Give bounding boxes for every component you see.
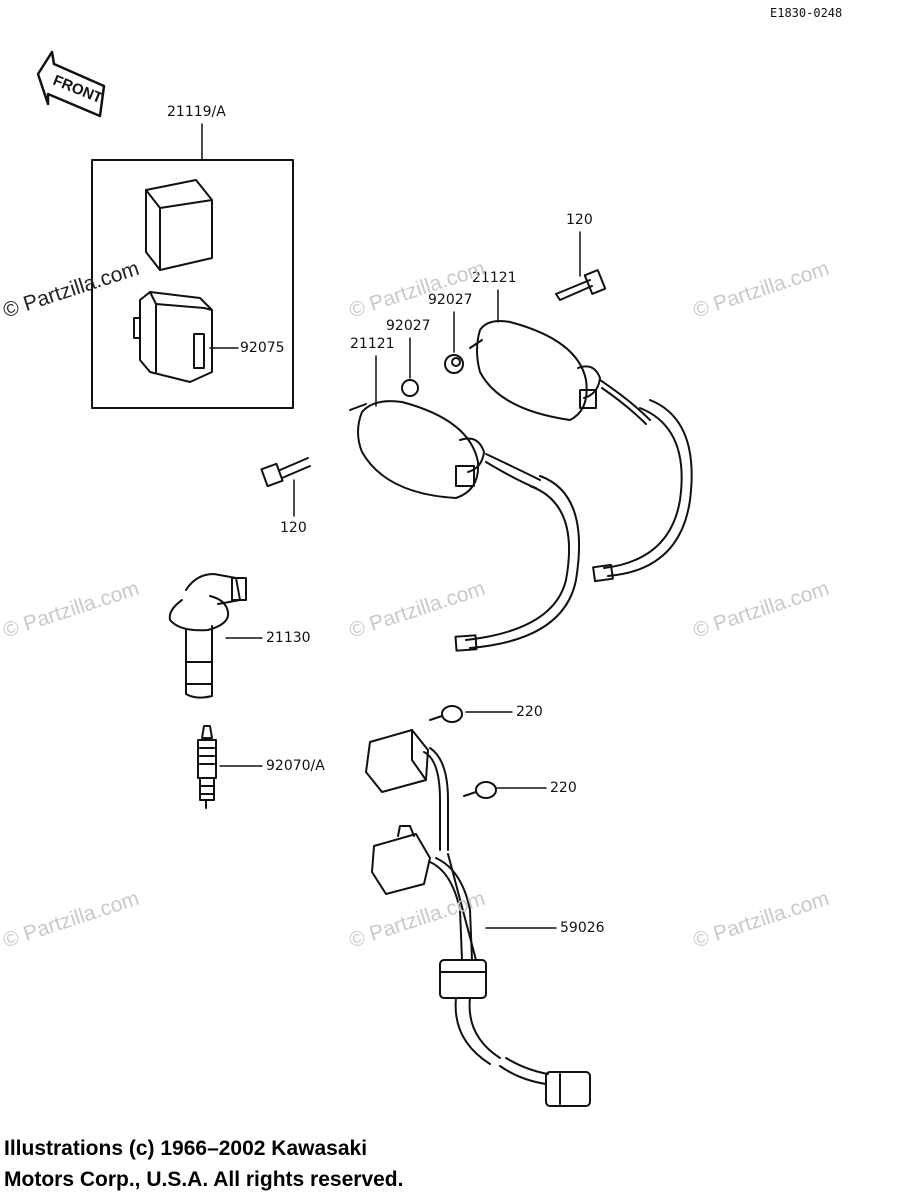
label-spark-plug: 92070/A [266, 758, 325, 774]
igniter-unit [145, 179, 213, 271]
label-bolt-lower: 120 [280, 520, 307, 536]
label-plug-cap: 21130 [266, 630, 311, 646]
collar-upper [444, 354, 464, 374]
label-collar-lower: 92027 [386, 318, 431, 334]
bolt-lower [260, 457, 311, 488]
ignition-coil-lower [349, 400, 580, 652]
label-collar-upper: 92027 [428, 292, 473, 308]
igniter-case [133, 291, 213, 383]
front-arrow-icon: FRONT [36, 50, 106, 118]
ignition-coil-upper [469, 320, 693, 583]
copyright-notice: Illustrations (c) 1966–2002 Kawasaki Mot… [4, 1133, 403, 1195]
pickup-coil-assembly [365, 729, 591, 1107]
label-screw-lower: 220 [550, 780, 577, 796]
label-pickup-coil: 59026 [560, 920, 605, 936]
label-igniter-case: 92075 [240, 340, 285, 356]
bolt-upper [555, 269, 607, 301]
copyright-line-1: Illustrations (c) 1966–2002 Kawasaki [4, 1137, 368, 1160]
copyright-line-2: Motors Corp., U.S.A. All rights reserved… [4, 1168, 404, 1191]
label-coil-upper: 21121 [472, 270, 517, 286]
collar-lower [401, 379, 419, 397]
screw-lower [463, 781, 497, 799]
diagram-code: E1830-0248 [770, 6, 843, 20]
screw-upper [429, 705, 463, 723]
label-igniter-kit: 21119/A [167, 104, 226, 120]
label-screw-upper: 220 [516, 704, 543, 720]
igniter-kit-box [91, 159, 294, 409]
spark-plug [197, 725, 217, 809]
spark-plug-cap [168, 573, 247, 699]
svg-text:FRONT: FRONT [51, 72, 105, 107]
label-bolt-upper: 120 [566, 212, 593, 228]
label-coil-lower: 21121 [350, 336, 395, 352]
